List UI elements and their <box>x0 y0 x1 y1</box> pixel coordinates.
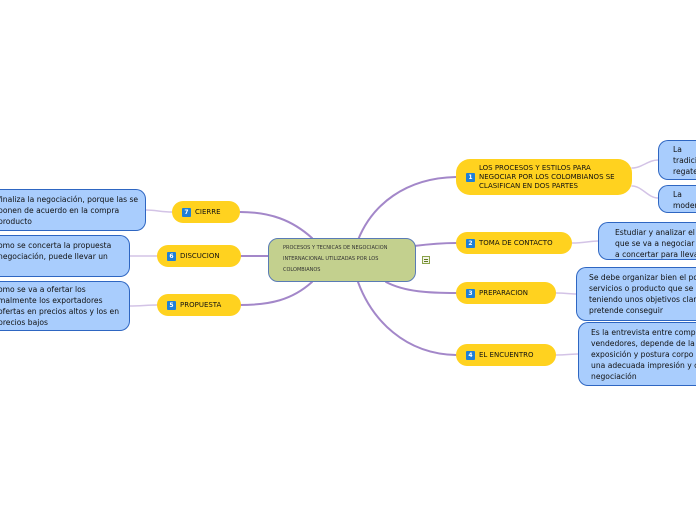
number-1-icon: 1 <box>466 172 475 182</box>
number-6-icon: 6 <box>167 251 176 261</box>
connector-central-to-topic-3 <box>385 281 457 294</box>
detail-3-text: Estudiar y analizar el que se va a negoc… <box>615 228 696 259</box>
connector-central-to-topic-2 <box>413 242 457 247</box>
topic-1-label: LOS PROCESOS Y ESTILOS PARA NEGOCIAR POR… <box>479 163 615 190</box>
topic-7-label: CIERRE <box>195 207 221 216</box>
detail-6-text: finaliza la negociación, porque las se p… <box>0 195 139 226</box>
detail-5-entrevista[interactable]: Es la entrevista entre comp vendedores, … <box>578 322 696 386</box>
number-2-icon: 2 <box>466 238 475 248</box>
topic-5-label: PROPUESTA <box>180 300 222 309</box>
detail-6-cierre[interactable]: finaliza la negociación, porque las se p… <box>0 189 146 231</box>
detail-2-text: La moderna beneficio <box>673 190 696 210</box>
detail-7-discucion[interactable]: omo se concerta la propuesta negociación… <box>0 235 130 277</box>
topic-3-preparacion[interactable]: 3 PREPARACION <box>456 282 556 304</box>
connector-topic-2-to-detail-3 <box>571 240 599 244</box>
topic-6-label: DISCUCION <box>180 251 220 260</box>
topic-2-label: TOMA DE CONTACTO <box>479 238 553 247</box>
topic-3-label: PREPARACION <box>479 288 529 297</box>
topic-4-el-encuentro[interactable]: 4 EL ENCUENTRO <box>456 344 556 366</box>
detail-5-text: Es la entrevista entre comp vendedores, … <box>591 328 696 381</box>
number-5-icon: 5 <box>167 300 176 310</box>
connector-central-to-topic-5 <box>239 281 313 306</box>
connector-central-to-topic-4 <box>357 281 457 356</box>
notes-icon[interactable] <box>422 256 430 264</box>
topic-2-toma-de-contacto[interactable]: 2 TOMA DE CONTACTO <box>456 232 572 254</box>
topic-6-discucion[interactable]: 6 DISCUCION <box>157 245 241 267</box>
connector-topic-1-to-detail-1 <box>631 159 659 169</box>
central-topic-label: PROCESOS Y TECNICAS DE NEGOCIACION INTER… <box>283 245 388 273</box>
detail-3-estudiar[interactable]: Estudiar y analizar el que se va a negoc… <box>598 222 696 260</box>
topic-1-procesos-y-estilos[interactable]: 1 LOS PROCESOS Y ESTILOS PARA NEGOCIAR P… <box>456 159 632 195</box>
topic-5-propuesta[interactable]: 5 PROPUESTA <box>157 294 241 316</box>
detail-8-text: omo se va a ofertar los malmente los exp… <box>0 285 120 327</box>
detail-8-propuesta[interactable]: omo se va a ofertar los malmente los exp… <box>0 281 130 331</box>
number-7-icon: 7 <box>182 207 191 217</box>
detail-1-tradicional[interactable]: La tradicional regateo tener que <box>658 140 696 180</box>
connector-central-to-topic-1 <box>357 176 457 241</box>
connector-topic-3-to-detail-4 <box>555 292 577 295</box>
number-3-icon: 3 <box>466 288 475 298</box>
detail-4-organizar[interactable]: Se debe organizar bien el po servicios o… <box>576 267 696 321</box>
topic-4-label: EL ENCUENTRO <box>479 350 534 359</box>
detail-1-text: La tradicional regateo tener que <box>673 145 696 179</box>
connector-topic-5-to-detail-8 <box>129 304 158 307</box>
connector-central-to-topic-7 <box>239 211 313 239</box>
connector-topic-7-to-detail-6 <box>145 209 173 213</box>
connector-topic-1-to-detail-2 <box>631 185 659 199</box>
detail-7-text: omo se concerta la propuesta negociación… <box>0 241 112 261</box>
number-4-icon: 4 <box>466 350 475 360</box>
detail-4-text: Se debe organizar bien el po servicios o… <box>589 273 696 315</box>
connector-topic-4-to-detail-5 <box>555 353 579 356</box>
topic-7-cierre[interactable]: 7 CIERRE <box>172 201 240 223</box>
detail-2-moderna[interactable]: La moderna beneficio <box>658 185 696 213</box>
central-topic[interactable]: PROCESOS Y TECNICAS DE NEGOCIACION INTER… <box>268 238 416 282</box>
